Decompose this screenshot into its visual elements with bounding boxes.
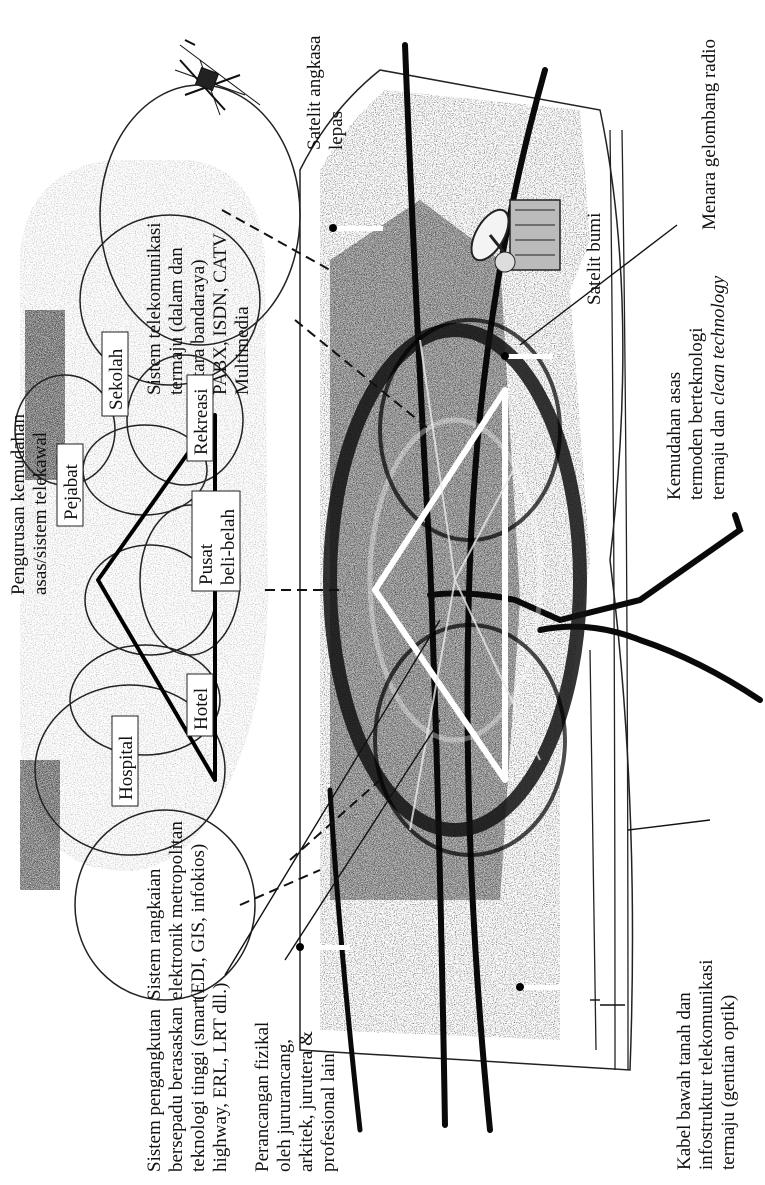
facility-pejabat: Pejabat xyxy=(57,444,83,526)
label-kemudahan-asas: Kemudahan asas termoden berteknologi ter… xyxy=(664,275,729,500)
svg-text:Pengurusan kemudahan: Pengurusan kemudahan xyxy=(8,414,29,595)
tower-icon xyxy=(505,354,553,359)
svg-text:highway, ERL, LRT dll.): highway, ERL, LRT dll.) xyxy=(210,983,231,1172)
svg-text:bersepadu berasaskan: bersepadu berasaskan xyxy=(166,1006,187,1172)
facility-rekreasi: Rekreasi xyxy=(187,375,213,461)
svg-text:Sistem telekomunikasi: Sistem telekomunikasi xyxy=(144,222,165,395)
tower-icon xyxy=(333,226,383,231)
svg-text:Perancangan fizikal: Perancangan fizikal xyxy=(252,1022,273,1172)
label-pengangkutan: Sistem pengangkutan bersepadu berasaskan… xyxy=(144,983,231,1172)
svg-text:termaju (gentian optik): termaju (gentian optik) xyxy=(718,995,739,1170)
space-satellite-icon xyxy=(175,40,260,115)
svg-text:Menara gelombang radio: Menara gelombang radio xyxy=(699,39,720,230)
svg-text:profesional lain: profesional lain xyxy=(318,1053,339,1172)
svg-text:termoden berteknologi: termoden berteknologi xyxy=(686,327,707,500)
svg-text:lepas: lepas xyxy=(326,111,347,150)
tower-icon xyxy=(516,983,524,991)
svg-text:Hotel: Hotel xyxy=(191,688,212,730)
svg-text:Rekreasi: Rekreasi xyxy=(191,389,212,455)
svg-text:Pejabat: Pejabat xyxy=(61,463,82,520)
label-satelit-bumi: Satelit bumi xyxy=(584,213,605,305)
svg-text:Kabel bawah tanah dan: Kabel bawah tanah dan xyxy=(674,992,695,1170)
tower-icon xyxy=(501,352,509,360)
svg-text:oleh jururancang,: oleh jururancang, xyxy=(274,1039,295,1172)
tower-icon xyxy=(296,943,304,951)
facility-hospital: Hospital xyxy=(112,716,138,806)
label-menara: Menara gelombang radio xyxy=(699,39,720,230)
svg-text:PABX, ISDN, CATV: PABX, ISDN, CATV xyxy=(210,233,231,395)
svg-text:termaju dan clean technology: termaju dan clean technology xyxy=(708,275,729,500)
svg-text:asas/sistem telekawal: asas/sistem telekawal xyxy=(30,432,51,595)
svg-text:arkitek, jurutera &: arkitek, jurutera & xyxy=(296,1031,317,1172)
svg-text:teknologi tinggi (smart: teknologi tinggi (smart xyxy=(188,997,209,1172)
svg-text:(EDI, GIS, infokios): (EDI, GIS, infokios) xyxy=(188,844,209,1000)
label-satelit-angkasa: Satelit angkasa lepas xyxy=(304,35,347,150)
facility-pusat-beli-belah: Pusat beli-belah xyxy=(192,491,240,591)
label-kabel: Kabel bawah tanah dan infostruktur telek… xyxy=(674,959,739,1170)
svg-text:Satelit angkasa: Satelit angkasa xyxy=(304,35,325,150)
svg-text:Satelit bumi: Satelit bumi xyxy=(584,213,605,305)
svg-text:Pusat: Pusat xyxy=(196,543,217,585)
svg-text:termaju (dalam dan: termaju (dalam dan xyxy=(166,247,187,395)
svg-text:Hospital: Hospital xyxy=(116,736,137,800)
svg-text:infostruktur telekomunikasi: infostruktur telekomunikasi xyxy=(696,959,717,1170)
label-pengurusan: Pengurusan kemudahan asas/sistem telekaw… xyxy=(8,414,51,595)
tower-icon xyxy=(329,224,337,232)
svg-text:Sekolah: Sekolah xyxy=(106,348,127,410)
svg-text:beli-belah: beli-belah xyxy=(218,509,239,585)
svg-text:Sistem pengangkutan: Sistem pengangkutan xyxy=(144,1008,165,1172)
tower-icon xyxy=(520,985,572,990)
svg-text:Kemudahan asas: Kemudahan asas xyxy=(664,372,685,500)
svg-text:Sistem rangkaian: Sistem rangkaian xyxy=(144,868,165,1000)
svg-text:elektronik metropolitan: elektronik metropolitan xyxy=(166,821,187,1000)
facility-sekolah: Sekolah xyxy=(102,332,128,416)
svg-text:Multimedia: Multimedia xyxy=(232,306,253,395)
tower-icon xyxy=(300,945,350,950)
clean-technology-text: clean technology xyxy=(708,275,729,405)
facility-hotel: Hotel xyxy=(187,674,213,736)
